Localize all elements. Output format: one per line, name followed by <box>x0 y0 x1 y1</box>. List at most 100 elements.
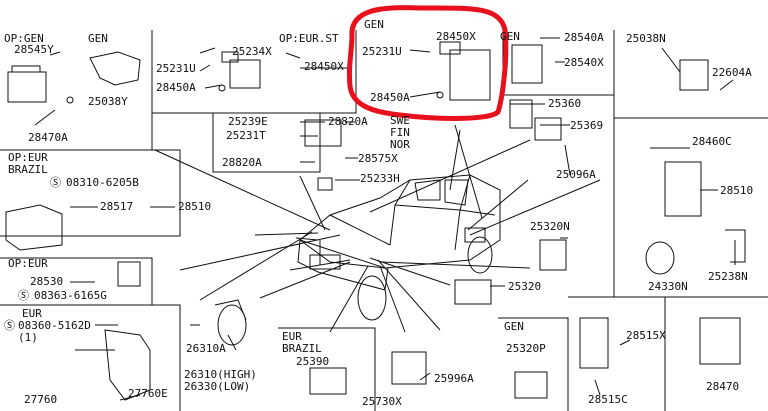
part-label-28515X: 28515X <box>626 329 666 342</box>
part-label-28540X: 28540X <box>564 56 604 69</box>
part-label-25233H: 25233H <box>360 172 400 185</box>
relay-28450X-highlight <box>449 49 491 101</box>
screw-circle-s-1: Ⓢ <box>50 176 61 189</box>
relay-25390 <box>309 367 347 395</box>
part-label-28540A: 28540A <box>564 31 604 44</box>
part-label-26310A: 26310A <box>186 342 226 355</box>
panel-tag-gen-right: GEN <box>500 30 520 43</box>
panel-tag-gen-bottom: GEN <box>504 320 524 333</box>
bracket-27760 <box>104 329 151 401</box>
panel-tag-eur-brazil: OP:EUR BRAZIL <box>8 151 48 176</box>
part-label-27760E: 27760E <box>128 387 168 400</box>
part-label-28820A-bottom: 28820A <box>222 156 262 169</box>
part-label-28575X: 28575X <box>358 152 398 165</box>
screw-label-08310: 08310-6205B <box>66 176 139 189</box>
panel-tag-swe: SWE FIN NOR <box>390 114 410 151</box>
panel-tag-highlight-gen: GEN <box>364 18 384 31</box>
part-label-26330-low: 26330(LOW) <box>184 380 251 393</box>
relay-25320P <box>514 371 548 399</box>
part-label-25234X: 25234X <box>232 45 272 58</box>
screw-qty: (1) <box>18 331 38 344</box>
part-label-25231U-highlight: 25231U <box>362 45 402 58</box>
vehicle-rear-wheel <box>467 236 493 274</box>
part-label-28820A-top: 28820A <box>328 115 368 128</box>
screw-circle-s-2: Ⓢ <box>18 289 29 302</box>
part-label-28450X-highlight: 28450X <box>436 30 476 43</box>
relay-28545Y <box>7 71 47 103</box>
panel-border-relay <box>212 113 321 173</box>
bracket-25038Y <box>89 51 141 86</box>
part-28530 <box>117 261 141 287</box>
part-label-28545Y: 28545Y <box>14 43 54 56</box>
panel-border-eur-st <box>213 30 357 114</box>
part-label-22604A: 22604A <box>712 66 752 79</box>
part-label-28450A-highlight: 28450A <box>370 91 410 104</box>
part-label-28517: 28517 <box>100 200 134 213</box>
part-label-25996A: 25996A <box>434 372 474 385</box>
switch-25320N <box>539 239 567 271</box>
part-label-25320N: 25320N <box>530 220 570 233</box>
part-label-28450A: 28450A <box>156 81 196 94</box>
part-24330N <box>645 241 675 275</box>
part-label-25096A: 25096A <box>556 168 596 181</box>
part-label-28450X: 28450X <box>304 60 344 73</box>
relay-28510-right <box>664 161 702 217</box>
part-label-25730X: 25730X <box>362 395 402 408</box>
screw-circle-s-3: Ⓢ <box>4 319 15 332</box>
part-label-28510-right: 28510 <box>720 184 754 197</box>
bracket-25238N <box>725 229 746 263</box>
part-label-25239E: 25239E <box>228 115 268 128</box>
panel-border-bottom-left <box>0 304 181 411</box>
part-label-25238N: 25238N <box>708 270 748 283</box>
part-label-25320: 25320 <box>508 280 542 293</box>
panel-tag-eur-st: OP:EUR.ST <box>279 32 339 45</box>
relay-25234X <box>229 59 261 89</box>
panel-tag-eur-brazil-bottom: EUR BRAZIL <box>282 330 322 355</box>
part-25233H <box>317 177 333 191</box>
switch-25360 <box>509 99 533 129</box>
part-label-25360: 25360 <box>548 97 582 110</box>
part-label-28510-left: 28510 <box>178 200 212 213</box>
panel-tag-gen-bracket: GEN <box>88 32 108 45</box>
part-label-25038Y: 25038Y <box>88 95 128 108</box>
vehicle-body <box>299 174 501 269</box>
part-label-28460C: 28460C <box>692 135 732 148</box>
part-label-28530: 28530 <box>30 275 64 288</box>
panel-tag-eur-bottom: EUR <box>22 307 42 320</box>
relay-25730X <box>391 351 427 385</box>
screw-label-08360: 08360-5162D <box>18 319 91 332</box>
relay-28515X <box>579 317 609 369</box>
panel-border-brazil <box>0 149 181 237</box>
relay-25038N <box>679 59 709 91</box>
panel-tag-op-gen: OP:GEN <box>4 32 44 45</box>
part-label-24330N: 24330N <box>648 280 688 293</box>
bracket-28510 <box>5 204 63 251</box>
panel-border-gen-bottom <box>498 317 569 411</box>
panel-tag-eur-left: OP:EUR <box>8 257 48 270</box>
vehicle-front-wheel <box>357 275 387 321</box>
part-label-25038N: 25038N <box>626 32 666 45</box>
relay-28470 <box>699 317 741 365</box>
relay-28540X <box>511 44 543 84</box>
panel-border-eur-brazil-bottom <box>278 327 376 411</box>
part-label-25231T: 25231T <box>226 129 266 142</box>
horn-26310 <box>217 304 247 346</box>
part-label-25390: 25390 <box>296 355 330 368</box>
part-label-28470A: 28470A <box>28 131 68 144</box>
part-label-27760: 27760 <box>24 393 58 406</box>
screw-label-08363: 08363-6165G <box>34 289 107 302</box>
part-label-26310-high: 26310(HIGH) <box>184 368 257 381</box>
part-label-28515C: 28515C <box>588 393 628 406</box>
part-label-25369: 25369 <box>570 119 604 132</box>
relay-28575X <box>304 119 342 147</box>
part-label-25320P: 25320P <box>506 342 546 355</box>
part-label-28470: 28470 <box>706 380 740 393</box>
panel-border-gen-bracket <box>151 30 213 114</box>
highlight-circle <box>346 5 509 121</box>
switch-25320 <box>454 279 492 305</box>
part-label-25231U: 25231U <box>156 62 196 75</box>
vehicle-spare-tire <box>464 227 486 243</box>
switch-25369 <box>534 117 562 141</box>
